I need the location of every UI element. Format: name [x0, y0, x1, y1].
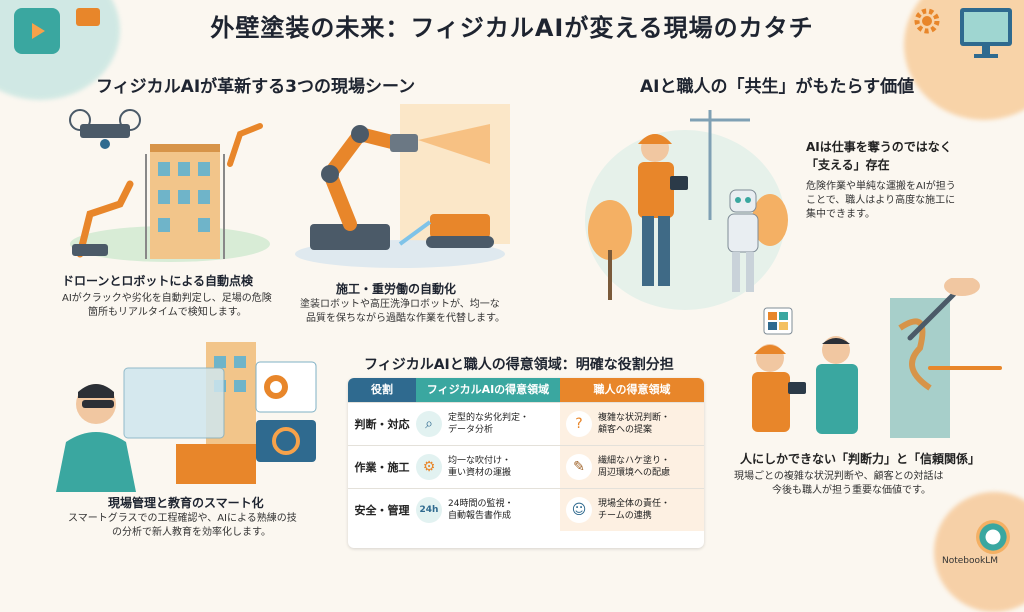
point1-desc-line1: 危険作業や単純な運搬をAIが担う — [806, 181, 956, 192]
ai-text-line1: 均一な吹付け・ — [448, 456, 512, 466]
role-cell: 作業・施工 — [354, 461, 410, 474]
role-table: 役割 フィジカルAIの得意領域 職人の得意領域 判断・対応 ⌕ 定型的な劣化判定… — [348, 378, 704, 548]
painting-robot-illustration — [295, 104, 510, 268]
scene1-desc-line1: AIがクラックや劣化を自動判定し、足場の危険 — [62, 293, 272, 304]
ai-cell: ⚙ 均一な吹付け・重い資材の運搬 — [416, 454, 560, 480]
point1-title-line1: AIは仕事を奪うのではなく — [806, 140, 952, 154]
human-text-line2: 周辺環境への配慮 — [598, 468, 671, 478]
header-ai: フィジカルAIの得意領域 — [416, 378, 560, 402]
smart-management-illustration — [56, 342, 317, 492]
point1-desc-line2: ことで、職人はより高度な施工に — [806, 195, 956, 206]
craftsman-client-illustration — [752, 278, 1002, 438]
left-heading: フィジカルAIが革新する3つの現場シーン — [96, 77, 416, 97]
point1-desc-line3: 集中できます。 — [806, 209, 875, 220]
table-row: 作業・施工 ⚙ 均一な吹付け・重い資材の運搬 ✎ 繊細なハケ塗り・周辺環境への配… — [348, 445, 704, 488]
scene2-desc-line2: 品質を保ちながら過酷な作業を代替します。 — [306, 313, 505, 324]
scene3-desc-line1: スマートグラスでの工程確認や、AIによる熟練の技 — [68, 513, 297, 524]
human-cell: ☺ 現場全体の責任・チームの連携 — [560, 489, 704, 531]
table-heading: フィジカルAIと職人の得意領域：明確な役割分担 — [364, 357, 674, 373]
ai-cell: ⌕ 定型的な劣化判定・データ分析 — [416, 411, 560, 437]
notebooklm-logo-icon — [976, 520, 1010, 554]
scene3-desc-line2: の分析で新人教育を効率化します。 — [112, 527, 271, 538]
human-cell: ? 複雑な状況判断・顧客への提案 — [560, 403, 704, 445]
ai-text-line1: 定型的な劣化判定・ — [448, 413, 530, 423]
thinking-person-icon: ? — [566, 411, 592, 437]
header-role: 役割 — [348, 378, 416, 402]
role-cell: 判断・対応 — [354, 418, 410, 431]
point2-title: 人にしかできない「判断力」と「信頼関係」 — [740, 452, 981, 466]
brand-label: NotebookLM — [942, 556, 999, 566]
ai-text-line2: 自動報告書作成 — [448, 511, 512, 521]
scene3-caption: 現場管理と教育のスマート化 — [108, 496, 264, 510]
scene1-caption: ドローンとロボットによる自動点検 — [62, 274, 254, 288]
monitor-icon — [960, 8, 1012, 58]
human-text-line2: チームの連携 — [598, 511, 652, 521]
role-cell: 安全・管理 — [354, 504, 410, 517]
table-row: 判断・対応 ⌕ 定型的な劣化判定・データ分析 ? 複雑な状況判断・顧客への提案 — [348, 402, 704, 445]
camera-24h-icon: 24h — [416, 497, 442, 523]
inspection-illustration — [69, 109, 270, 262]
point2-desc-line2: 今後も職人が担う重要な価値です。 — [772, 485, 931, 496]
scene2-desc-line1: 塗装ロボットや高圧洗浄ロボットが、均一な — [300, 299, 500, 310]
human-text-line1: 現場全体の責任・ — [598, 499, 671, 509]
point2-desc-line1: 現場ごとの複雑な状況判断や、顧客との対話は — [734, 471, 944, 482]
table-header: 役割 フィジカルAIの得意領域 職人の得意領域 — [348, 378, 704, 402]
ai-cell: 24h 24時間の監視・自動報告書作成 — [416, 497, 560, 523]
folder-icon — [76, 8, 100, 26]
ai-text-line1: 24時間の監視・ — [448, 499, 514, 509]
table-row: 安全・管理 24h 24時間の監視・自動報告書作成 ☺ 現場全体の責任・チームの… — [348, 488, 704, 531]
human-text-line2: 顧客への提案 — [598, 425, 653, 435]
human-text-line1: 繊細なハケ塗り・ — [598, 456, 671, 466]
corner-wash-bottomright — [934, 492, 1024, 612]
human-cell: ✎ 繊細なハケ塗り・周辺環境への配慮 — [560, 446, 704, 488]
ai-text-line2: データ分析 — [448, 425, 494, 435]
page-title: 外壁塗装の未来：フィジカルAIが変える現場のカタチ — [210, 14, 814, 42]
video-icon — [14, 8, 60, 54]
paintbrush-icon: ✎ — [566, 454, 592, 480]
point1-title-line2: 「支える」存在 — [806, 158, 890, 172]
worker-robot-illustration — [585, 110, 788, 310]
gear-icon — [914, 8, 940, 34]
right-heading: AIと職人の「共生」がもたらす価値 — [640, 77, 915, 97]
ai-text-line2: 重い資材の運搬 — [448, 468, 512, 478]
human-text-line1: 複雑な状況判断・ — [598, 413, 671, 423]
team-icon: ☺ — [566, 497, 592, 523]
magnifier-icon: ⌕ — [416, 411, 442, 437]
scene2-caption: 施工・重労働の自動化 — [336, 282, 457, 296]
robot-arm-icon: ⚙ — [416, 454, 442, 480]
header-human: 職人の得意領域 — [560, 378, 704, 402]
scene1-desc-line2: 箇所もリアルタイムで検知します。 — [88, 307, 247, 318]
